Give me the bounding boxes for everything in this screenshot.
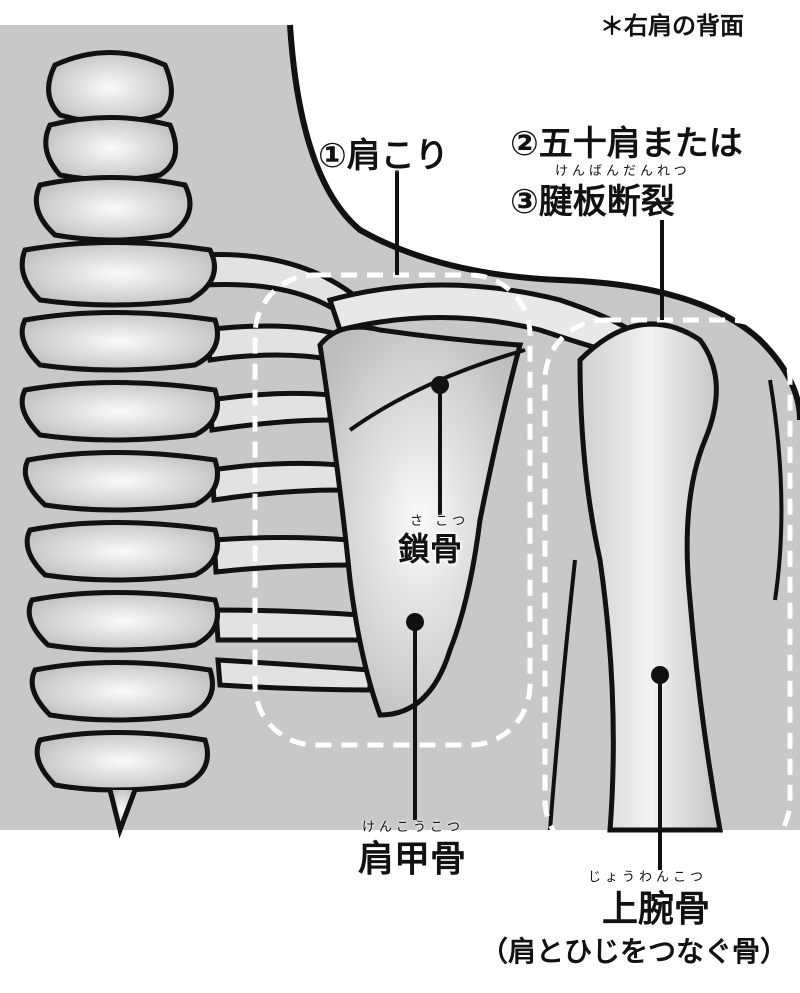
neck-outline [287,24,800,421]
region-frozen-shoulder [542,317,793,863]
label-humerus: 上腕骨 [602,889,711,930]
view-note: ＊右肩の背面 [600,12,744,40]
label-scapula: 肩甲骨 [358,839,467,880]
scapula-ruby: けんこうこつ [362,820,465,835]
label-rotator-cuff-tear: ③腱板断裂 [510,182,675,222]
label-frozen-shoulder: ②五十肩または [510,124,743,164]
humerus-description: （肩とひじをつなぐ骨） [480,935,789,968]
humerus [577,321,723,833]
label-clavicle: 鎖骨 [398,530,463,568]
spine [19,50,220,839]
scapula [317,324,524,718]
region-shoulder-stiffness [252,272,533,748]
humerus-ruby: じょうわんこつ [588,870,708,885]
label-shoulder-stiffness: ①肩こり [318,136,449,176]
label-rotator-cuff-ruby: けんばんだんれつ [555,164,691,179]
clavicle-ruby: さ こつ [410,514,470,529]
